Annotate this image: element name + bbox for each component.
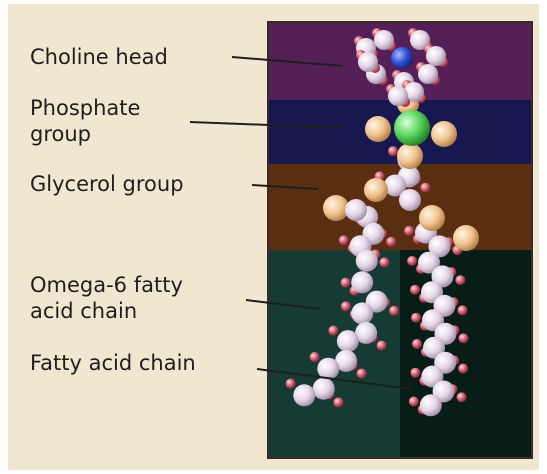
chain-band-left (268, 222, 400, 458)
omega6-chain-label: Omega-6 fatty acid chain (30, 272, 183, 324)
choline-carbon-atom (418, 64, 438, 84)
omega6-chain-hydrogen-atom (333, 397, 343, 407)
fatty-acid-chain-hydrogen-atom (411, 313, 421, 323)
choline-carbon-atom (388, 86, 408, 106)
choline-carbon-atom (374, 30, 394, 50)
fatty-acid-chain-hydrogen-atom (455, 275, 465, 285)
omega6-chain-carbon-atom (356, 250, 378, 272)
fatty-acid-chain-hydrogen-atom (410, 285, 420, 295)
fatty-acid-chain-carbon-atom (420, 394, 442, 416)
phosphate-oxygen-atom (397, 143, 423, 169)
omega-label-line-2: acid chain (30, 298, 183, 324)
glycerol-group-label: Glycerol group (30, 171, 184, 197)
glycerol-backbone-hydrogen-atom (420, 183, 430, 193)
omega6-chain-hydrogen-atom (341, 301, 351, 311)
glycerol-backbone-hydrogen-atom (388, 146, 398, 156)
omega6-chain-hydrogen-atom (341, 278, 351, 288)
phosphate-group-label: Phosphate group (30, 95, 140, 147)
fatty-acid-chain-hydrogen-atom (457, 392, 467, 402)
choline-carbon-atom (426, 46, 446, 66)
omega6-chain-hydrogen-atom (310, 352, 320, 362)
fatty-acid-chain-hydrogen-atom (410, 368, 420, 378)
omega6-chain-carbon-atom (313, 378, 335, 400)
fatty-acid-chain-hydrogen-atom (458, 364, 468, 374)
choline-head-label: Choline head (30, 44, 168, 70)
omega6-chain-carbon-atom (337, 330, 359, 352)
glycerol-carbon-atom (345, 199, 367, 221)
fatty-acid-chain-hydrogen-atom (407, 256, 417, 266)
phosphorus-atom (394, 110, 430, 146)
phosphate-oxygen-atom (431, 121, 457, 147)
omega6-chain-carbon-atom (293, 384, 315, 406)
omega6-chain-carbon-atom (351, 302, 373, 324)
glycerol-label-line: Glycerol group (30, 171, 184, 197)
glycerol-oxygen-atom (419, 205, 445, 231)
choline-carbon-atom (358, 52, 378, 72)
glycerol-carbon-atom (399, 189, 421, 211)
glycerol-oxygen-atom (453, 225, 479, 251)
omega6-chain-hydrogen-atom (328, 326, 338, 336)
omega6-chain-hydrogen-atom (379, 257, 389, 267)
omega6-chain-hydrogen-atom (286, 379, 296, 389)
glycerol-oxygen-atom (323, 195, 349, 221)
omega6-chain-carbon-atom (351, 271, 373, 293)
omega6-chain-hydrogen-atom (389, 306, 399, 316)
fatty-acid-chain-hydrogen-atom (412, 339, 422, 349)
fatty-acid-chain-hydrogen-atom (409, 397, 419, 407)
omega6-chain-hydrogen-atom (377, 341, 387, 351)
fatty-acid-chain-hydrogen-atom (458, 305, 468, 315)
fatty-acid-chain-hydrogen-atom (404, 226, 414, 236)
phosphate-label-line-2: group (30, 121, 140, 147)
omega6-chain-hydrogen-atom (339, 235, 349, 245)
omega6-chain-hydrogen-atom (386, 237, 396, 247)
omega6-chain-hydrogen-atom (357, 369, 367, 379)
glycerol-oxygen-atom (364, 178, 388, 202)
fatty-label-line: Fatty acid chain (30, 350, 196, 376)
phosphate-oxygen-atom (365, 116, 391, 142)
omega-label-line-1: Omega-6 fatty (30, 272, 183, 298)
fatty-acid-chain-label: Fatty acid chain (30, 350, 196, 376)
nitrogen-atom (391, 47, 413, 69)
phosphate-label-line-1: Phosphate (30, 95, 140, 121)
choline-head-label-line: Choline head (30, 44, 168, 70)
fatty-acid-chain-hydrogen-atom (459, 333, 469, 343)
